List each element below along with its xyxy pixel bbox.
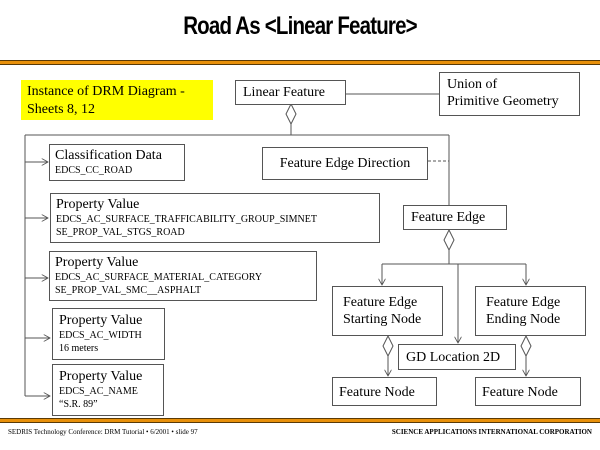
feature-edge-box: Feature Edge — [403, 205, 507, 230]
footer-rule — [0, 418, 600, 423]
linear-feature-label: Linear Feature — [243, 85, 326, 100]
feature-edge-starting-node-box: Feature Edge Starting Node — [332, 286, 443, 336]
ending-node-line-2: Ending Node — [486, 312, 561, 327]
property-value: SE_PROP_VAL_SMC__ASPHALT — [55, 285, 202, 296]
feature-node-left-box: Feature Node — [332, 377, 437, 406]
classification-title: Classification Data — [55, 148, 162, 163]
ending-node-line-1: Feature Edge — [486, 295, 561, 310]
feature-edge-ending-node-box: Feature Edge Ending Node — [475, 286, 586, 336]
union-primitive-geometry-box: Union of Primitive Geometry — [439, 72, 580, 116]
property-title: Property Value — [59, 369, 143, 384]
property-code: EDCS_AC_NAME — [59, 386, 138, 397]
aggregation-diamond-linear-feature — [285, 102, 297, 126]
aggregation-diamond-feature-edge — [443, 228, 455, 252]
union-line-1: Union of — [447, 77, 498, 92]
property-value: SE_PROP_VAL_STGS_ROAD — [56, 227, 185, 238]
aggregation-diamond-starting-node — [382, 334, 394, 358]
feature-edge-direction-label: Feature Edge Direction — [279, 156, 411, 171]
property-code: EDCS_AC_WIDTH — [59, 330, 142, 341]
note-line-2: Sheets 8, 12 — [27, 102, 96, 117]
classification-data-box: Classification Data EDCS_CC_ROAD — [49, 144, 185, 181]
note-line-1: Instance of DRM Diagram - — [27, 84, 185, 99]
property-value: 16 meters — [59, 343, 99, 354]
feature-edge-direction-box: Feature Edge Direction — [262, 147, 428, 180]
feature-node-left-label: Feature Node — [339, 385, 415, 400]
property-title: Property Value — [56, 197, 140, 212]
union-line-2: Primitive Geometry — [447, 94, 559, 109]
slide-title: Road As <Linear Feature> — [183, 12, 417, 40]
linear-feature-box: Linear Feature — [235, 80, 346, 105]
feature-edge-label: Feature Edge — [411, 210, 486, 225]
property-title: Property Value — [59, 313, 143, 328]
feature-node-right-box: Feature Node — [475, 377, 581, 406]
footer-company: SCIENCE APPLICATIONS INTERNATIONAL CORPO… — [391, 428, 592, 436]
property-value-box-3: Property Value EDCS_AC_WIDTH 16 meters — [52, 308, 165, 360]
classification-code: EDCS_CC_ROAD — [55, 165, 133, 176]
property-code: EDCS_AC_SURFACE_TRAFFICABILITY_GROUP_SIM… — [56, 214, 317, 225]
diagram-reference-note: Instance of DRM Diagram - Sheets 8, 12 — [21, 80, 213, 120]
property-value: “S.R. 89” — [59, 399, 98, 410]
starting-node-line-1: Feature Edge — [343, 295, 418, 310]
footer-conference-info: SEDRIS Technology Conference: DRM Tutori… — [8, 428, 198, 436]
gd-location-label: GD Location 2D — [406, 350, 501, 365]
property-value-box-2: Property Value EDCS_AC_SURFACE_MATERIAL_… — [49, 251, 317, 301]
feature-node-right-label: Feature Node — [482, 385, 558, 400]
property-title: Property Value — [55, 255, 139, 270]
starting-node-line-2: Starting Node — [343, 312, 422, 327]
property-code: EDCS_AC_SURFACE_MATERIAL_CATEGORY — [55, 272, 263, 283]
aggregation-diamond-ending-node — [520, 334, 532, 358]
header-rule — [0, 60, 600, 65]
property-value-box-1: Property Value EDCS_AC_SURFACE_TRAFFICAB… — [50, 193, 380, 243]
gd-location-2d-box: GD Location 2D — [398, 344, 516, 370]
property-value-box-4: Property Value EDCS_AC_NAME “S.R. 89” — [52, 364, 164, 416]
